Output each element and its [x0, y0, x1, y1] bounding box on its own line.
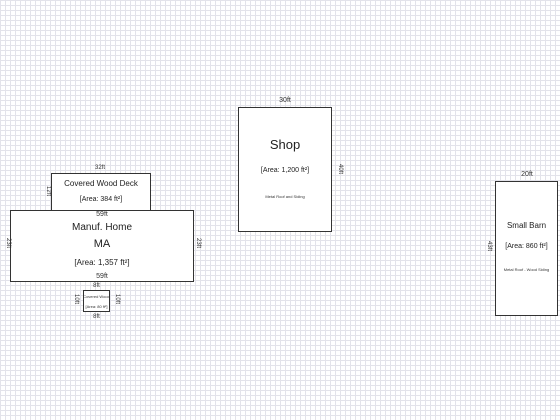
porch-label: Covered Wood: [83, 294, 110, 299]
porch-left-dimension: 10ft: [73, 293, 79, 304]
barn-label: Small Barn: [506, 221, 547, 230]
barn-left-dimension: 43ft: [486, 240, 492, 251]
shop-shape[interactable]: [238, 107, 332, 232]
covered-wood-deck-shape[interactable]: [51, 173, 151, 211]
deck-side-dimension: 12ft: [45, 185, 51, 196]
manuf-home-shape[interactable]: [10, 210, 194, 282]
home-bottom-dimension: 59ft: [96, 273, 108, 280]
porch-top-dimension: 8ft: [93, 283, 100, 289]
small-barn-shape[interactable]: [495, 181, 558, 316]
home-right-dimension: 23ft: [195, 237, 201, 248]
shop-area: [Area: 1,200 ft²]: [260, 167, 310, 174]
home-area: [Area: 1,357 ft²]: [74, 258, 130, 267]
porch-area: [Area: 80 ft²]: [85, 304, 108, 309]
deck-top-dimension: 32ft: [94, 165, 105, 171]
barn-top-dimension: 20ft: [521, 171, 533, 178]
shop-label: Shop: [269, 137, 301, 152]
porch-shape[interactable]: [83, 290, 110, 312]
barn-note: Metal Roof - Wood Siding: [503, 267, 550, 272]
shop-right-dimension: 40ft: [337, 163, 343, 174]
home-left-dimension: 23ft: [5, 237, 11, 248]
home-sublabel: MA: [93, 238, 111, 250]
home-label: Manuf. Home: [71, 222, 133, 233]
deck-area: [Area: 384 ft²]: [79, 196, 123, 203]
porch-right-dimension: 10ft: [114, 293, 120, 304]
shop-top-dimension: 30ft: [279, 97, 291, 104]
deck-label: Covered Wood Deck: [64, 179, 138, 188]
porch-bottom-dimension: 8ft: [93, 314, 100, 320]
barn-area: [Area: 860 ft²]: [505, 243, 548, 250]
shop-note: Metal Roof and Siding: [265, 194, 305, 199]
home-top-dimension: 59ft: [96, 211, 108, 218]
